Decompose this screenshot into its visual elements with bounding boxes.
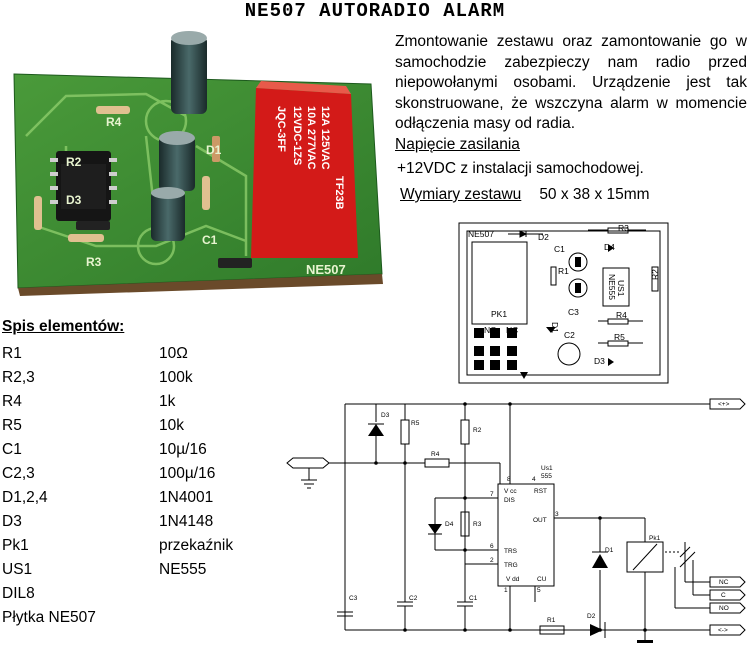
layout-c2: C2 <box>564 330 575 340</box>
silk-r2: R2 <box>66 155 82 169</box>
svg-text:5: 5 <box>537 587 541 594</box>
layout-r3: R3 <box>618 223 629 233</box>
silk-r4: R4 <box>106 115 122 129</box>
relay-line-4: 12A 125VAC <box>319 106 331 170</box>
parts-heading: Spis elementów: <box>2 318 125 335</box>
relay-line-5: TF23B <box>333 176 345 210</box>
svg-text:8: 8 <box>507 476 511 483</box>
svg-text:C3: C3 <box>349 595 358 602</box>
svg-text:2: 2 <box>490 557 494 564</box>
svg-text:DIS: DIS <box>504 497 516 504</box>
layout-d3: D3 <box>594 356 605 366</box>
svg-text:R2: R2 <box>473 427 482 434</box>
layout-r4: R4 <box>616 310 627 320</box>
pcb-photo: JQC-3FF 12VDC-1ZS 10A 277VAC 12A 125VAC … <box>13 31 383 296</box>
svg-text:CU: CU <box>537 576 547 583</box>
layout-ic: US1 <box>616 280 626 297</box>
svg-text:3: 3 <box>555 511 559 518</box>
relay-line-1: JQC-3FF <box>275 106 287 152</box>
layout-r1: R1 <box>558 266 569 276</box>
terminal-no: NO <box>719 605 729 612</box>
svg-text:D1: D1 <box>605 547 614 554</box>
svg-text:R5: R5 <box>411 420 420 427</box>
supply-value: +12VDC z instalacji samochodowej. <box>397 160 644 177</box>
circuit-schematic: <+> <-> NC C NO D3 R5 R2 R4 Us1 555 V cc… <box>286 398 746 643</box>
svg-text:555: 555 <box>541 473 552 480</box>
layout-c3: C3 <box>568 307 579 317</box>
svg-text:RST: RST <box>534 488 547 495</box>
layout-no: NO <box>484 325 497 335</box>
silk-d1: D1 <box>206 143 222 157</box>
page-title: NE507 AUTORADIO ALARM <box>244 0 506 22</box>
layout-c1: C1 <box>554 244 565 254</box>
layout-nc: NC <box>506 325 518 335</box>
silk-c1: C1 <box>202 233 218 247</box>
svg-text:D4: D4 <box>445 521 454 528</box>
svg-text:7: 7 <box>490 491 494 498</box>
svg-text:C2: C2 <box>409 595 418 602</box>
svg-text:R3: R3 <box>473 521 482 528</box>
dimensions: Wymiary zestawu 50 x 38 x 15mm <box>400 186 650 204</box>
svg-text:D3: D3 <box>381 412 390 419</box>
svg-text:D2: D2 <box>587 613 596 620</box>
layout-pk1: PK1 <box>491 309 507 319</box>
svg-text:6: 6 <box>490 543 494 550</box>
silk-d3: D3 <box>66 193 82 207</box>
svg-text:1: 1 <box>504 587 508 594</box>
component-layout: NE507 D2 R3 D4 C1 R1 C3 R2 R4 D1 C2 R5 D… <box>458 222 669 384</box>
terminal-c: C <box>721 592 726 599</box>
layout-ic-type: NE555 <box>607 274 617 300</box>
svg-text:C1: C1 <box>469 595 478 602</box>
description: Zmontowanie zestawu oraz zamontowanie go… <box>395 33 747 153</box>
svg-text:Us1: Us1 <box>541 465 553 472</box>
supply-heading: Napięcie zasilania <box>395 135 520 153</box>
svg-text:R4: R4 <box>431 451 440 458</box>
terminal-nc: NC <box>719 579 729 586</box>
svg-text:R1: R1 <box>547 617 556 624</box>
layout-board-label: NE507 <box>468 229 494 239</box>
terminal-plus: <+> <box>718 401 730 408</box>
silk-board-label: NE507 <box>306 262 346 277</box>
svg-text:OUT: OUT <box>533 517 547 524</box>
terminal-minus: <-> <box>718 627 728 634</box>
layout-d1: D1 <box>550 322 560 333</box>
svg-text:4: 4 <box>532 476 536 483</box>
layout-r5: R5 <box>614 332 625 342</box>
dimensions-value: 50 x 38 x 15mm <box>539 186 650 203</box>
svg-text:TRS: TRS <box>504 548 518 555</box>
layout-d2: D2 <box>538 232 549 242</box>
relay-line-3: 10A 277VAC <box>305 106 317 170</box>
svg-text:V cc: V cc <box>504 488 517 495</box>
relay-line-2: 12VDC-1ZS <box>291 106 303 165</box>
svg-text:Pk1: Pk1 <box>649 535 661 542</box>
dimensions-heading: Wymiary zestawu <box>400 186 522 203</box>
layout-d4: D4 <box>604 242 615 252</box>
silk-r3: R3 <box>86 255 102 269</box>
svg-text:V dd: V dd <box>506 576 520 583</box>
layout-r2: R2 <box>650 269 660 280</box>
svg-text:TRG: TRG <box>504 562 518 569</box>
